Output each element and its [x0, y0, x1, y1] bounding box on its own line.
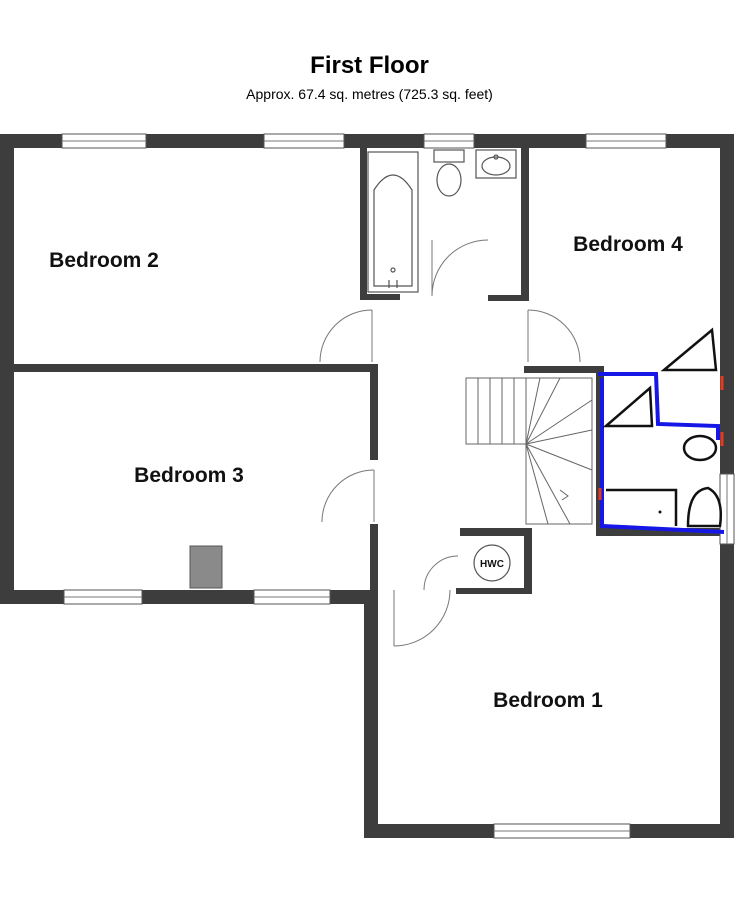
hwc-cylinder-symbol [473, 544, 511, 582]
chimney-breast [189, 545, 223, 589]
ensuite-annotation [598, 327, 725, 534]
room-label-bedroom-3: Bedroom 3 [134, 464, 244, 487]
staircase [465, 377, 593, 525]
doors [319, 239, 581, 647]
room-label-bedroom-2: Bedroom 2 [49, 249, 159, 272]
bathtub [367, 151, 419, 293]
window-lines [62, 140, 728, 832]
basin-bathroom [475, 149, 517, 179]
hwc-label: HWC [480, 559, 504, 570]
room-label-bedroom-1: Bedroom 1 [493, 689, 603, 712]
room-label-bedroom-4: Bedroom 4 [573, 233, 683, 256]
plan-area-text: Approx. 67.4 sq. metres (725.3 sq. feet) [246, 86, 493, 102]
toilet-bathroom [433, 149, 465, 197]
plan-title: First Floor [310, 52, 429, 79]
